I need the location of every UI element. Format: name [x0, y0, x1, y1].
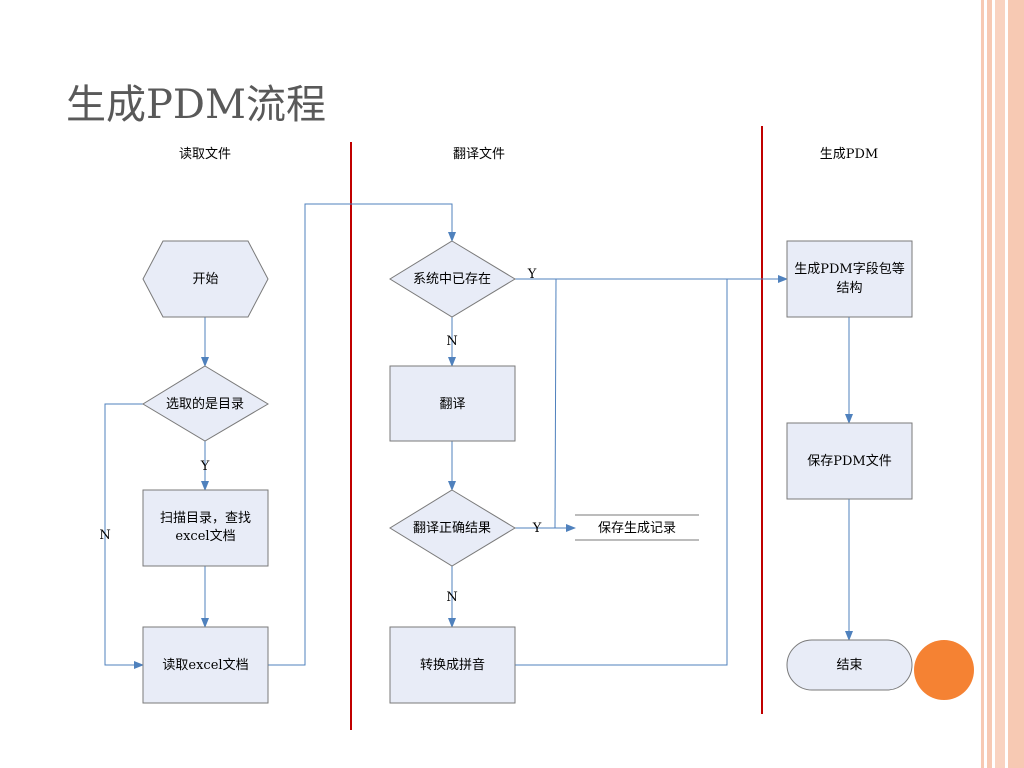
- accent-circle: [914, 640, 974, 700]
- lane-header-read: 读取文件: [179, 147, 231, 162]
- node-is-directory: 选取的是目录: [142, 365, 269, 442]
- lane-header-translate: 翻译文件: [453, 147, 505, 162]
- edge-label-no: N: [99, 528, 110, 543]
- node-save-record: 保存生成记录: [575, 514, 699, 541]
- node-scan-label-line1: 扫描目录，查找: [160, 511, 251, 526]
- border-stripe: [981, 0, 984, 768]
- edge-label-yes: Y: [200, 459, 210, 474]
- node-exists-label: 系统中已存在: [413, 272, 491, 287]
- node-save-pdm-label: 保存PDM文件: [807, 454, 891, 469]
- node-read-excel: 读取excel文档: [142, 626, 269, 704]
- node-generate-label-line1: 生成PDM字段包等: [794, 261, 904, 277]
- node-exists-in-system: 系统中已存在: [389, 240, 516, 318]
- connectors: [104, 203, 853, 669]
- node-is-directory-label: 选取的是目录: [166, 396, 244, 412]
- node-generate-structure: 生成PDM字段包等 结构: [786, 240, 913, 318]
- node-end-label: 结束: [836, 658, 862, 673]
- node-to-pinyin: 转换成拼音: [389, 626, 516, 704]
- node-scan-label-line2: excel文档: [175, 529, 235, 544]
- border-stripe: [995, 0, 1005, 768]
- node-translate: 翻译: [389, 365, 516, 442]
- edge-pinyin-to-struct: [515, 279, 728, 666]
- lane-header-generate: 生成PDM: [820, 147, 878, 162]
- node-scan-directory: 扫描目录，查找 excel文档: [142, 489, 269, 567]
- node-read-excel-label: 读取excel文档: [162, 658, 248, 673]
- page-title: 生成PDM流程: [66, 82, 326, 128]
- node-translate-label: 翻译: [439, 397, 465, 412]
- node-pinyin-label: 转换成拼音: [420, 657, 485, 673]
- edge-label-yes: Y: [532, 521, 542, 536]
- node-start: 开始: [142, 240, 269, 318]
- node-correct-result: 翻译正确结果: [389, 489, 516, 567]
- edge-label-yes: Y: [527, 267, 537, 282]
- edge-correct-to-struct: [554, 278, 557, 529]
- node-start-label: 开始: [192, 272, 218, 287]
- edge-isdir-no: [104, 403, 144, 669]
- border-stripe: [1008, 0, 1024, 768]
- edge-label-no: N: [446, 334, 457, 349]
- node-generate-label-line2: 结构: [836, 281, 862, 296]
- node-end: 结束: [786, 639, 913, 691]
- edge-read-to-exists: [268, 203, 456, 666]
- border-stripe: [987, 0, 992, 768]
- node-save-pdm: 保存PDM文件: [786, 422, 913, 500]
- node-correct-label: 翻译正确结果: [413, 521, 491, 536]
- node-save-record-label: 保存生成记录: [598, 521, 676, 536]
- edge-label-no: N: [446, 590, 457, 605]
